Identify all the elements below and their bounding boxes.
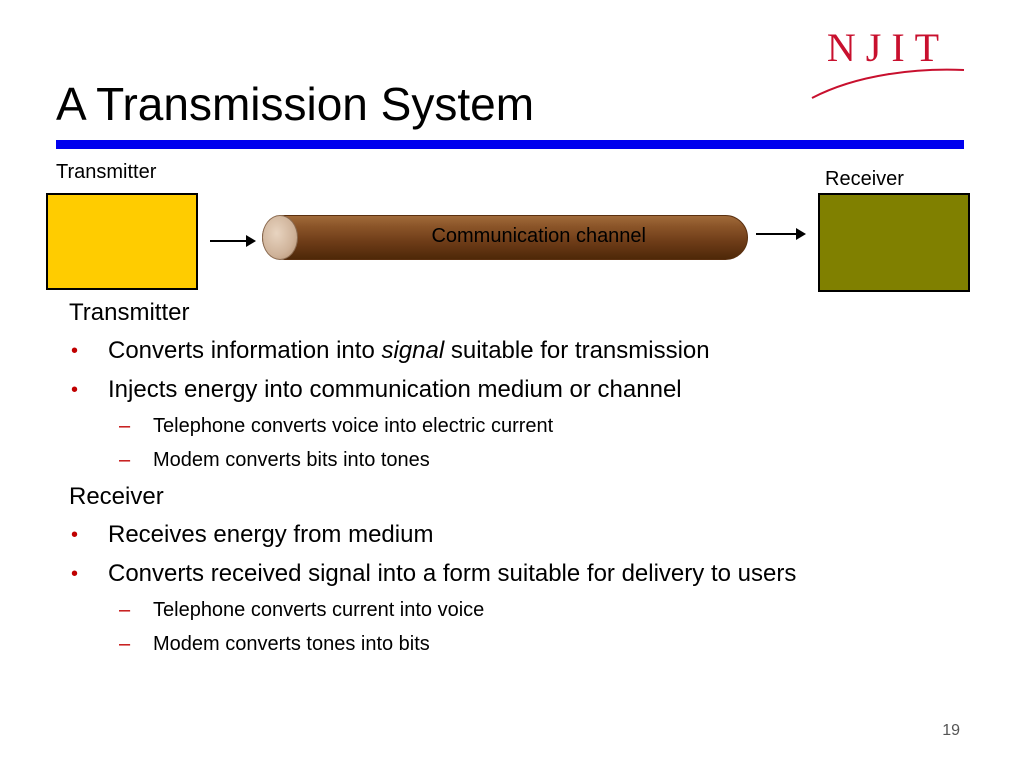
bullet-text: Converts received signal into a form sui… (108, 560, 797, 587)
sub-bullet-text: Modem converts bits into tones (153, 449, 430, 471)
logo-swoosh-icon (811, 68, 965, 99)
bullet-icon: • (71, 524, 79, 546)
dash-icon: – (119, 449, 131, 471)
communication-channel-cylinder (262, 215, 748, 260)
arrow-to-channel-icon (210, 235, 256, 247)
bullet-text: Injects energy into communication medium… (108, 376, 682, 403)
sub-list-item: – Telephone converts current into voice (69, 598, 999, 622)
logo-text: NJIT (826, 25, 950, 70)
list-item: • Injects energy into communication medi… (69, 375, 999, 405)
receiver-box (818, 193, 970, 292)
sub-bullet-text: Telephone converts voice into electric c… (153, 415, 554, 437)
njit-logo: NJIT (808, 26, 968, 100)
page-number: 19 (942, 722, 960, 739)
sub-list-item: – Modem converts bits into tones (69, 448, 999, 472)
transmitter-label: Transmitter (56, 161, 157, 183)
channel-label: Communication channel (431, 225, 646, 247)
title-underline (56, 140, 964, 149)
sub-list-item: – Modem converts tones into bits (69, 632, 999, 656)
channel-end-cap (262, 215, 298, 260)
list-item: • Converts received signal into a form s… (69, 559, 999, 589)
bullet-text: suitable for transmission (444, 337, 710, 364)
transmitter-heading: Transmitter (69, 299, 190, 326)
sub-bullet-text: Modem converts tones into bits (153, 633, 430, 655)
bullet-icon: • (71, 340, 79, 362)
dash-icon: – (119, 415, 131, 437)
bullet-icon: • (71, 563, 79, 585)
arrow-to-receiver-icon (756, 228, 806, 240)
emphasis-signal: signal (381, 337, 445, 364)
slide-title: A Transmission System (56, 78, 535, 130)
sub-bullet-text: Telephone converts current into voice (153, 599, 485, 621)
bullet-text: Converts information into (108, 337, 382, 364)
slide-body: Transmitter • Converts information into … (69, 298, 999, 666)
list-item: • Converts information into signal suita… (69, 336, 999, 366)
dash-icon: – (119, 599, 131, 621)
receiver-heading: Receiver (69, 483, 164, 510)
bullet-icon: • (71, 379, 79, 401)
receiver-label: Receiver (825, 168, 904, 190)
sub-list-item: – Telephone converts voice into electric… (69, 414, 999, 438)
dash-icon: – (119, 633, 131, 655)
list-item: • Receives energy from medium (69, 520, 999, 550)
transmitter-box (46, 193, 198, 290)
bullet-text: Receives energy from medium (108, 521, 434, 548)
